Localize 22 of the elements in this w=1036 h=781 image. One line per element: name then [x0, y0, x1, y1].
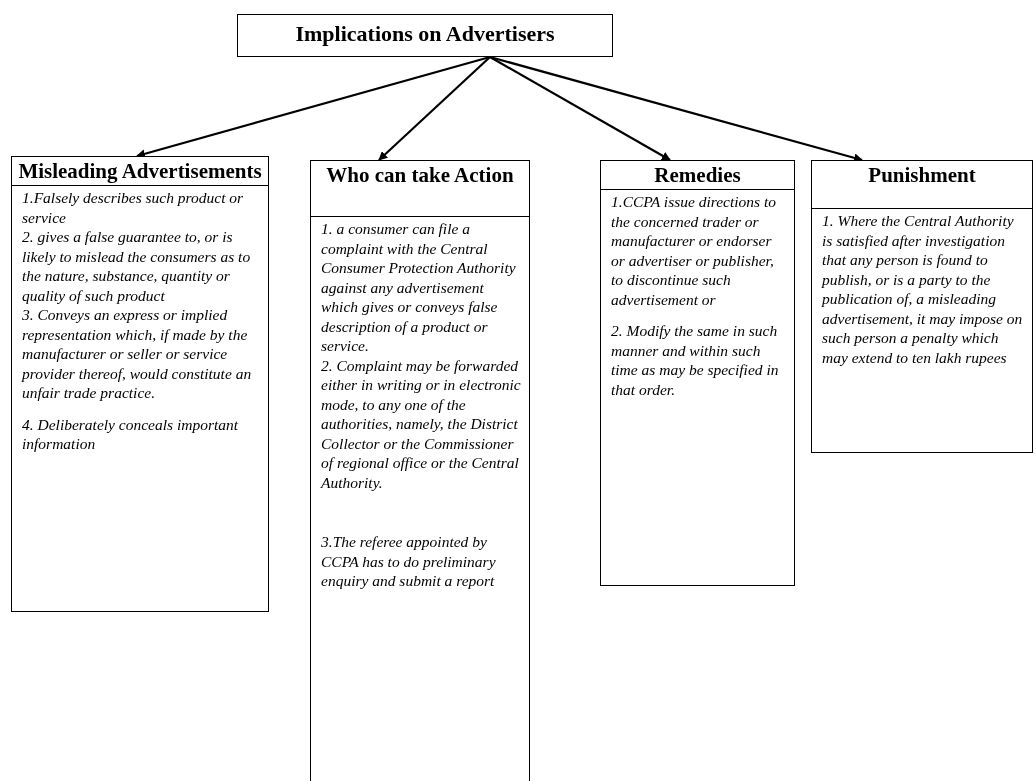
category-box: [811, 160, 1033, 453]
category-box: [600, 160, 795, 586]
list-item: 2. Modify the same in such manner and within such time as may be specified in that order.: [610, 321, 780, 399]
list-item: 1. Where the Central Authority is satisfied after investigation that any person is found to publish, or is a party to the publication of, a misleading advertisement, it may impose on such person a penalty which may extend to ten lakh rupees: [820, 211, 1024, 367]
arrow: [489, 56, 671, 161]
heading: Implications on Advertisers: [294, 20, 556, 48]
heading: Who can take Action: [311, 161, 529, 217]
list-item: 3.The referee appointed by CCPA has to do preliminary enquiry and submit a report: [320, 532, 497, 591]
list-item: 2. gives a false guarantee to, or is likely to mislead the consumers as to the nature, substance, quantity or quality of such product: [21, 227, 252, 305]
list-item: 1. a consumer can file a complaint with the Central Consumer Protection Authority against any advertisement which gives or conveys false description of a product or service.: [320, 219, 517, 356]
list-item: 4. Deliberately conceals important information: [21, 414, 240, 454]
list-item: 1.Falsely describes such product or service: [21, 188, 245, 227]
heading: Punishment: [812, 161, 1032, 209]
category-box: [11, 156, 269, 612]
list-item: 1.CCPA issue directions to the concerned trader or manufacturer or endorser or advertiser or publisher, to discontinue such advertisement or: [610, 192, 778, 309]
title-box: [237, 14, 613, 57]
list-item: 2. Complaint may be forwarded either in writing or in electronic mode, to any one of the authorities, namely, the District Collector or the Commissioner of regional office or the Central Authority.: [319, 355, 522, 492]
list-item: 3. Conveys an express or implied representation which, if made by the manufacturer or seller or service provider thereof, would constitute an unfair trade practice.: [20, 305, 253, 403]
heading: Misleading Advertisements: [12, 157, 268, 186]
arrow: [378, 56, 491, 161]
heading: Remedies: [601, 161, 794, 190]
category-box: [310, 160, 530, 781]
